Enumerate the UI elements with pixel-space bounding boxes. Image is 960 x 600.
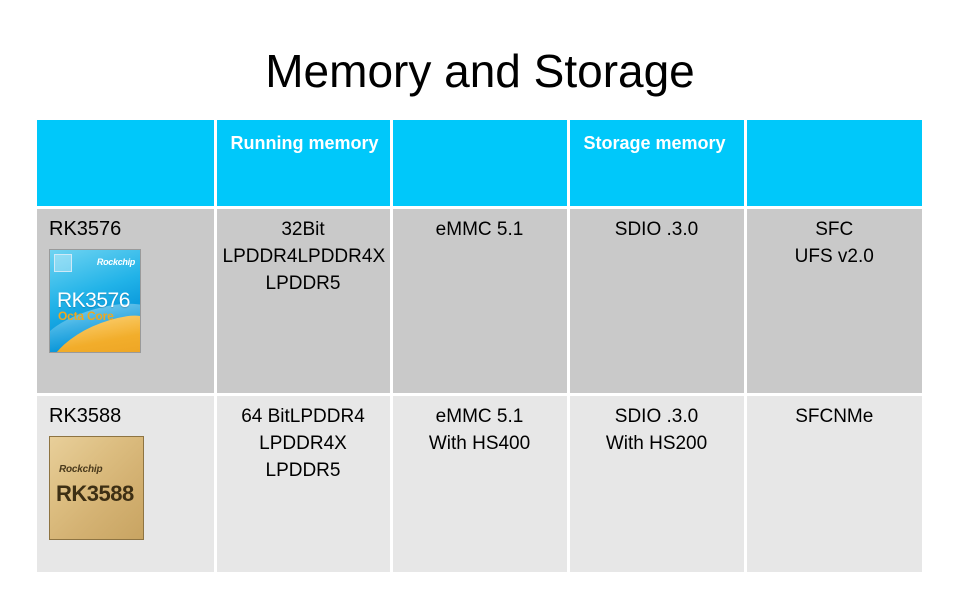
cell-chip-rk3576: RK3576 Rockchip RK3576 Octa Core (37, 206, 217, 395)
cell-emmc-rk3576: eMMC 5.1 (391, 206, 570, 395)
cell-other-rk3576: SFC UFS v2.0 (745, 206, 922, 395)
text-line: UFS v2.0 (794, 245, 874, 267)
text-line: eMMC 5.1 (435, 219, 524, 240)
memory-storage-table: Running memory Storage memory RK3576 Roc… (37, 120, 922, 572)
text-line: SDIO .3.0 (614, 219, 699, 240)
text-line: SDIO .3.0 (614, 406, 699, 427)
chip-name-label: RK3588 (49, 405, 122, 427)
text-line: 64 BitLPDDR4 (241, 406, 365, 427)
cell-sdio-rk3576: SDIO .3.0 (568, 206, 747, 395)
chip-model-text: RK3576 (57, 289, 130, 312)
cell-sdio-rk3588: SDIO .3.0 With HS200 (568, 393, 747, 572)
table-row: RK3588 Rockchip RK3588 64 BitLPDDR4 LPDD… (37, 393, 922, 572)
text-line: LPDDR5 (265, 459, 341, 481)
text-line: LPDDR5 (265, 272, 341, 294)
chip-subtitle-text: Octa Core (58, 309, 114, 323)
header-cell-storage-memory: Storage memory (568, 120, 747, 208)
text-line: SFC (815, 219, 854, 240)
header-cell-other (745, 120, 922, 208)
cell-running-memory-rk3588: 64 BitLPDDR4 LPDDR4X LPDDR5 (215, 393, 393, 572)
text-line: LPDDR4X (259, 432, 347, 454)
rockchip-logo: Rockchip (59, 464, 103, 475)
text-line: SFCNMe (795, 406, 874, 427)
chip-model-text: RK3588 (56, 481, 134, 506)
text-line: With HS400 (428, 432, 531, 454)
header-cell-chip (37, 120, 217, 208)
table-row: RK3576 Rockchip RK3576 Octa Core 32Bit L… (37, 206, 922, 395)
table-header-row: Running memory Storage memory (37, 120, 922, 208)
text-line: eMMC 5.1 (435, 406, 524, 427)
cell-other-rk3588: SFCNMe (745, 393, 922, 572)
text-line: With HS200 (605, 432, 708, 454)
page-title: Memory and Storage (265, 44, 695, 97)
chip-image-rk3576: Rockchip RK3576 Octa Core (49, 249, 141, 353)
chip-corner-mark-icon (54, 254, 72, 272)
chip-image-rk3588: Rockchip RK3588 (49, 436, 144, 540)
rockchip-logo: Rockchip (96, 257, 135, 267)
header-cell-emmc (391, 120, 570, 208)
cell-running-memory-rk3576: 32Bit LPDDR4LPDDR4X LPDDR5 (215, 206, 393, 395)
header-cell-running-memory: Running memory (215, 120, 393, 208)
text-line: 32Bit (281, 219, 325, 240)
chip-name-label: RK3576 (49, 218, 122, 240)
cell-emmc-rk3588: eMMC 5.1 With HS400 (391, 393, 570, 572)
cell-chip-rk3588: RK3588 Rockchip RK3588 (37, 393, 217, 572)
text-line: LPDDR4LPDDR4X (222, 245, 386, 267)
